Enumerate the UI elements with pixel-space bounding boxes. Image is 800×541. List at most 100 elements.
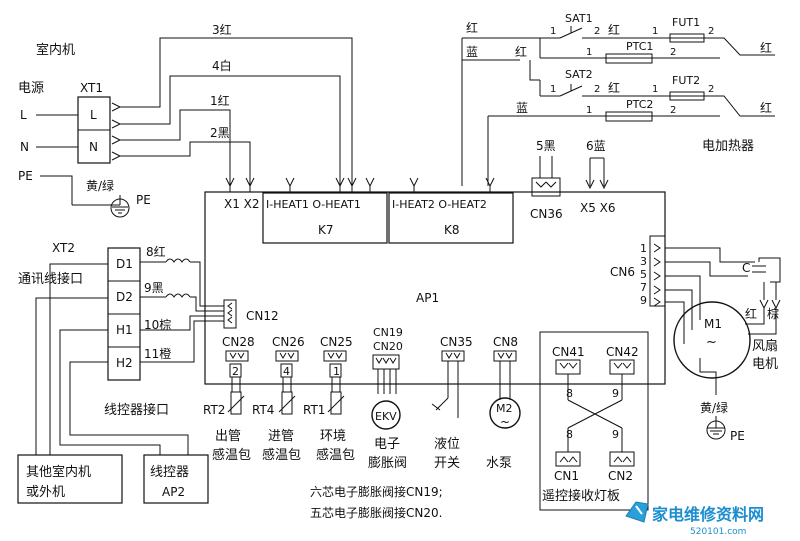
cn12-label: CN12: [246, 309, 279, 323]
pe-ground-label-1: PE: [136, 193, 151, 207]
note-six-wire-ekv: 六芯电子膨胀阀接CN19;: [310, 484, 443, 499]
cn12-connector: [223, 299, 237, 329]
wired-controller-label: 线控器: [150, 465, 189, 480]
electric-heater-label: 电加热器: [702, 139, 754, 154]
xt2-h1: H1: [116, 323, 133, 337]
sat1-pin-1: 1: [550, 26, 556, 37]
wire-6-blue: 6蓝: [586, 139, 606, 153]
water-pump-m2-icon: [489, 397, 521, 429]
thermistor-rt4-icon: [278, 377, 296, 415]
thermal-switch-sat1-icon: [540, 26, 600, 39]
cn1-label: CN1: [554, 469, 579, 483]
wired-controller-box: [143, 454, 209, 504]
fut2-pin-1: 1: [652, 84, 658, 95]
site-logo: [625, 501, 649, 523]
wire-9-black: 9黑: [144, 281, 164, 295]
fan-wire-red: 红: [745, 306, 757, 321]
sat1-label: SAT1: [565, 12, 593, 25]
cn28-label: CN28: [222, 335, 255, 349]
cn26-label: CN26: [272, 335, 305, 349]
heat1-terminals: I-HEAT1 O-HEAT1: [266, 198, 361, 211]
other-unit-label-1: 其他室内机: [26, 464, 91, 480]
line-l-label: L: [20, 108, 27, 122]
cn6-pin: 9: [640, 294, 647, 307]
fan-motor-label-1: 风扇: [752, 338, 778, 354]
indoor-unit-label: 室内机: [36, 42, 75, 58]
xt1-label: XT1: [80, 81, 103, 95]
fuse-fut2-icon: [669, 91, 705, 101]
heater-wire-red-b: 红: [515, 44, 527, 59]
pump-m2-symbol: ~: [500, 415, 510, 429]
remote-pin-9-bottom: 9: [612, 428, 619, 441]
bottom-connector-marks: [225, 350, 635, 375]
xt2-h2: H2: [116, 356, 133, 370]
thermistor-rt2-icon: [227, 377, 245, 415]
wired-controller-port-label: 线控器接口: [104, 402, 169, 418]
other-unit-box: [17, 454, 123, 504]
ambient-sensor-label-2: 感温包: [316, 447, 355, 463]
logo-url: 520101.com: [690, 527, 746, 537]
cn35-label: CN35: [440, 335, 473, 349]
cn2-label: CN2: [608, 469, 633, 483]
sat1-wire-red: 红: [608, 22, 620, 37]
ptc2-label: PTC2: [626, 98, 653, 111]
xt1-l-terminal: L: [90, 108, 97, 122]
rt1-label: RT1: [303, 403, 325, 417]
cn6-pin: 7: [640, 281, 647, 294]
pump-m2-label: M2: [496, 402, 513, 415]
wire-4-white: 4白: [212, 58, 232, 73]
ptc1-pin-1: 1: [586, 47, 592, 58]
fut2-label: FUT2: [672, 74, 700, 87]
xt2-d1: D1: [116, 257, 133, 271]
remote-board-outline: [539, 331, 649, 511]
comm-port-label: 通讯线接口: [18, 271, 83, 287]
remote-pin-8-top: 8: [566, 387, 573, 400]
level-switch-label-2: 开关: [434, 456, 460, 471]
sat1-pin-2: 2: [594, 26, 600, 37]
cn25-pin: 1: [333, 365, 340, 378]
cn6-connector: [649, 235, 666, 307]
cn19-label: CN19: [373, 326, 403, 339]
ptc2-pin-2: 2: [670, 105, 676, 116]
sat2-pin-2: 2: [594, 84, 600, 95]
inlet-sensor-label-2: 感温包: [262, 447, 301, 463]
wired-controller-ap2: AP2: [162, 485, 185, 499]
ekv-label: EKV: [375, 410, 397, 423]
cn26-pin: 4: [283, 365, 290, 378]
cn6-pin: 3: [640, 255, 647, 268]
cn20-label: CN20: [373, 340, 403, 353]
board-label-ap1: AP1: [416, 291, 439, 305]
fut1-pin-1: 1: [652, 26, 658, 37]
cn42-label: CN42: [606, 345, 639, 359]
relay-k8-box: [388, 192, 514, 244]
rt4-label: RT4: [252, 403, 274, 417]
remote-pin-9-top: 9: [612, 387, 619, 400]
expansion-valve-ekv-icon: [371, 400, 401, 430]
wire-11-orange: 11橙: [144, 346, 171, 361]
sat2-wire-red: 红: [608, 80, 620, 95]
level-switch-label-1: 液位: [434, 437, 460, 452]
fut1-pin-2: 2: [708, 26, 714, 37]
wire-10-brown: 10棕: [144, 317, 171, 332]
xt2-d2: D2: [116, 290, 133, 304]
outlet-sensor-label-1: 出管: [215, 429, 241, 444]
relay-k8: K8: [444, 223, 460, 237]
x1-x2-terminals: X1 X2: [224, 197, 260, 211]
ptc2-pin-1: 1: [586, 105, 592, 116]
yellow-green-wire-2: 黄/绿: [700, 400, 728, 415]
xt2-label: XT2: [52, 241, 75, 255]
expansion-valve-label-2: 膨胀阀: [368, 456, 407, 471]
power-label: 电源: [18, 81, 44, 96]
heater-wire-blue-b: 蓝: [516, 101, 528, 115]
fan-motor-label-2: 电机: [752, 357, 778, 372]
ferrite-coil-icons: [165, 258, 191, 298]
expansion-valve-label-1: 电子: [374, 437, 400, 452]
logo-text: 家电维修资料网: [652, 505, 764, 524]
cn28-pin: 2: [232, 365, 239, 378]
outlet-sensor-label-2: 感温包: [212, 447, 251, 463]
heater-wire-blue-a: 蓝: [466, 45, 478, 59]
cn36-connector: [531, 177, 561, 197]
